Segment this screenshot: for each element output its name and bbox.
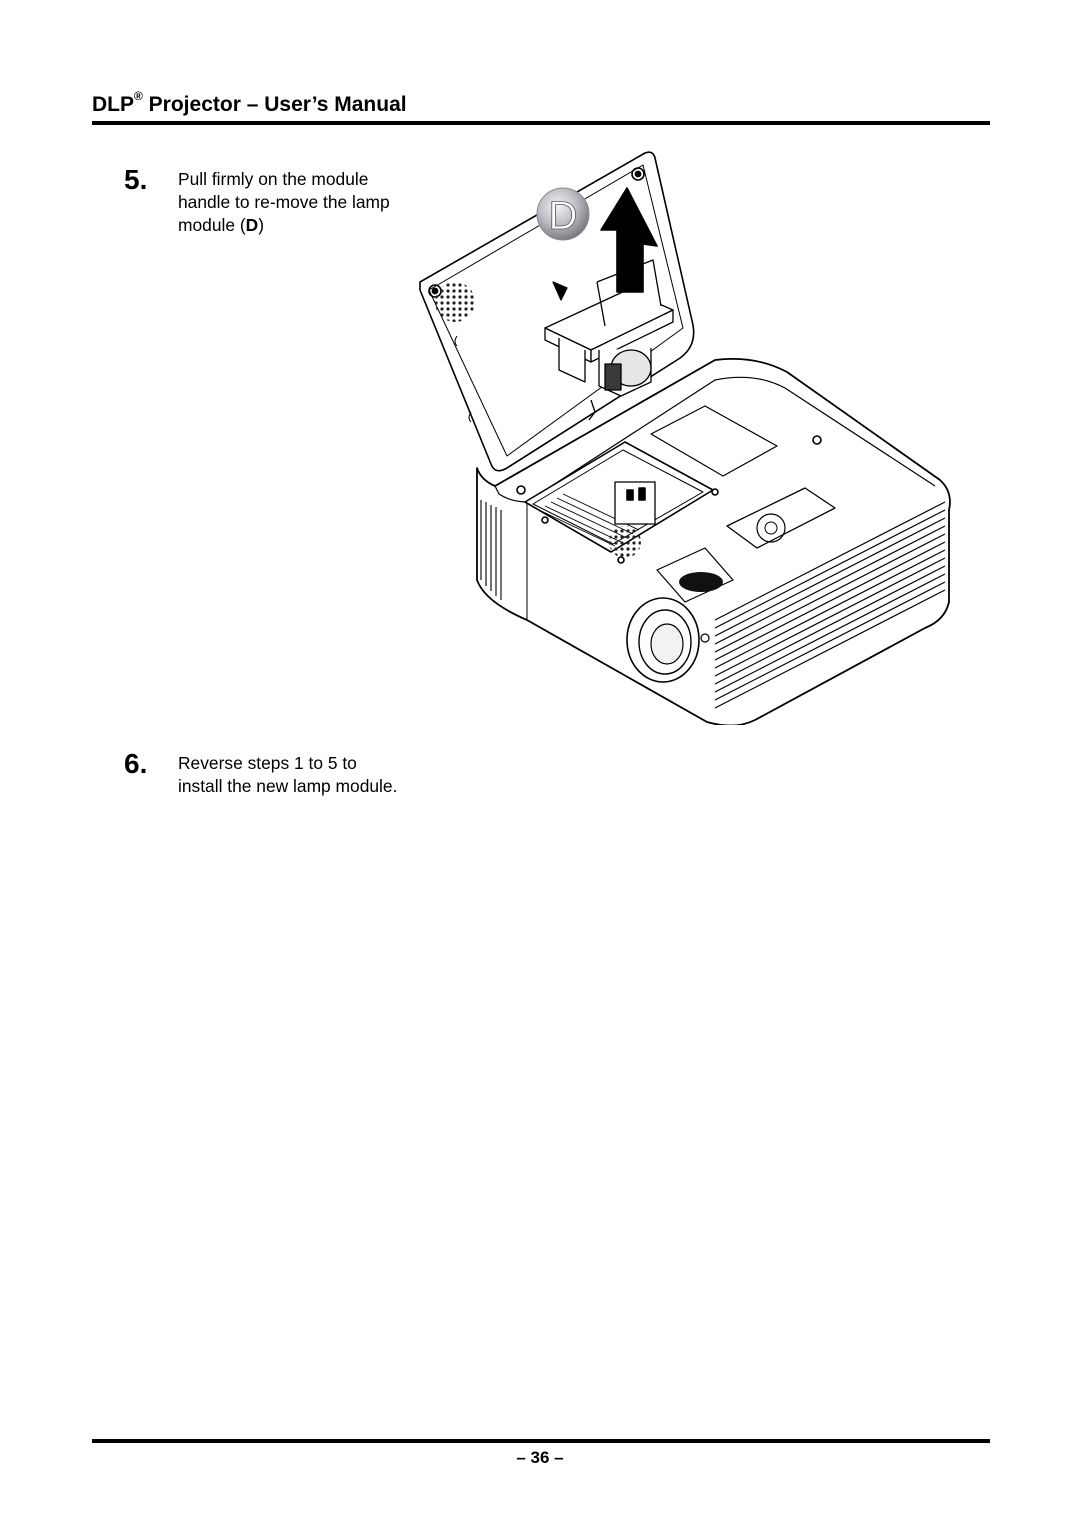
step-text: Pull firmly on the module handle to re-m…	[178, 168, 398, 237]
figure-callout-label: D	[549, 194, 578, 238]
step-5-end: )	[258, 215, 265, 235]
page-number: – 36 –	[516, 1448, 564, 1467]
page-header: DLP® Projector – User’s Manual	[92, 88, 990, 128]
projector-lamp-removal-figure: D	[415, 150, 955, 727]
header-title: DLP® Projector – User’s Manual	[92, 89, 407, 117]
projector-lamp-removal-illustration: D	[419, 151, 951, 727]
step-number: 6.	[124, 748, 148, 779]
header-rule	[92, 121, 990, 125]
step-5-body: Pull firmly on the module handle to re-m…	[178, 169, 390, 235]
header-brand: DLP	[92, 93, 134, 116]
step-text: Reverse steps 1 to 5 to install the new …	[178, 753, 398, 796]
header-title-rest: Projector – User’s Manual	[142, 93, 407, 116]
step-number: 5.	[124, 164, 148, 195]
registered-mark: ®	[134, 89, 143, 103]
step-5-bold-ref: D	[245, 215, 259, 235]
footer-rule	[92, 1439, 990, 1443]
